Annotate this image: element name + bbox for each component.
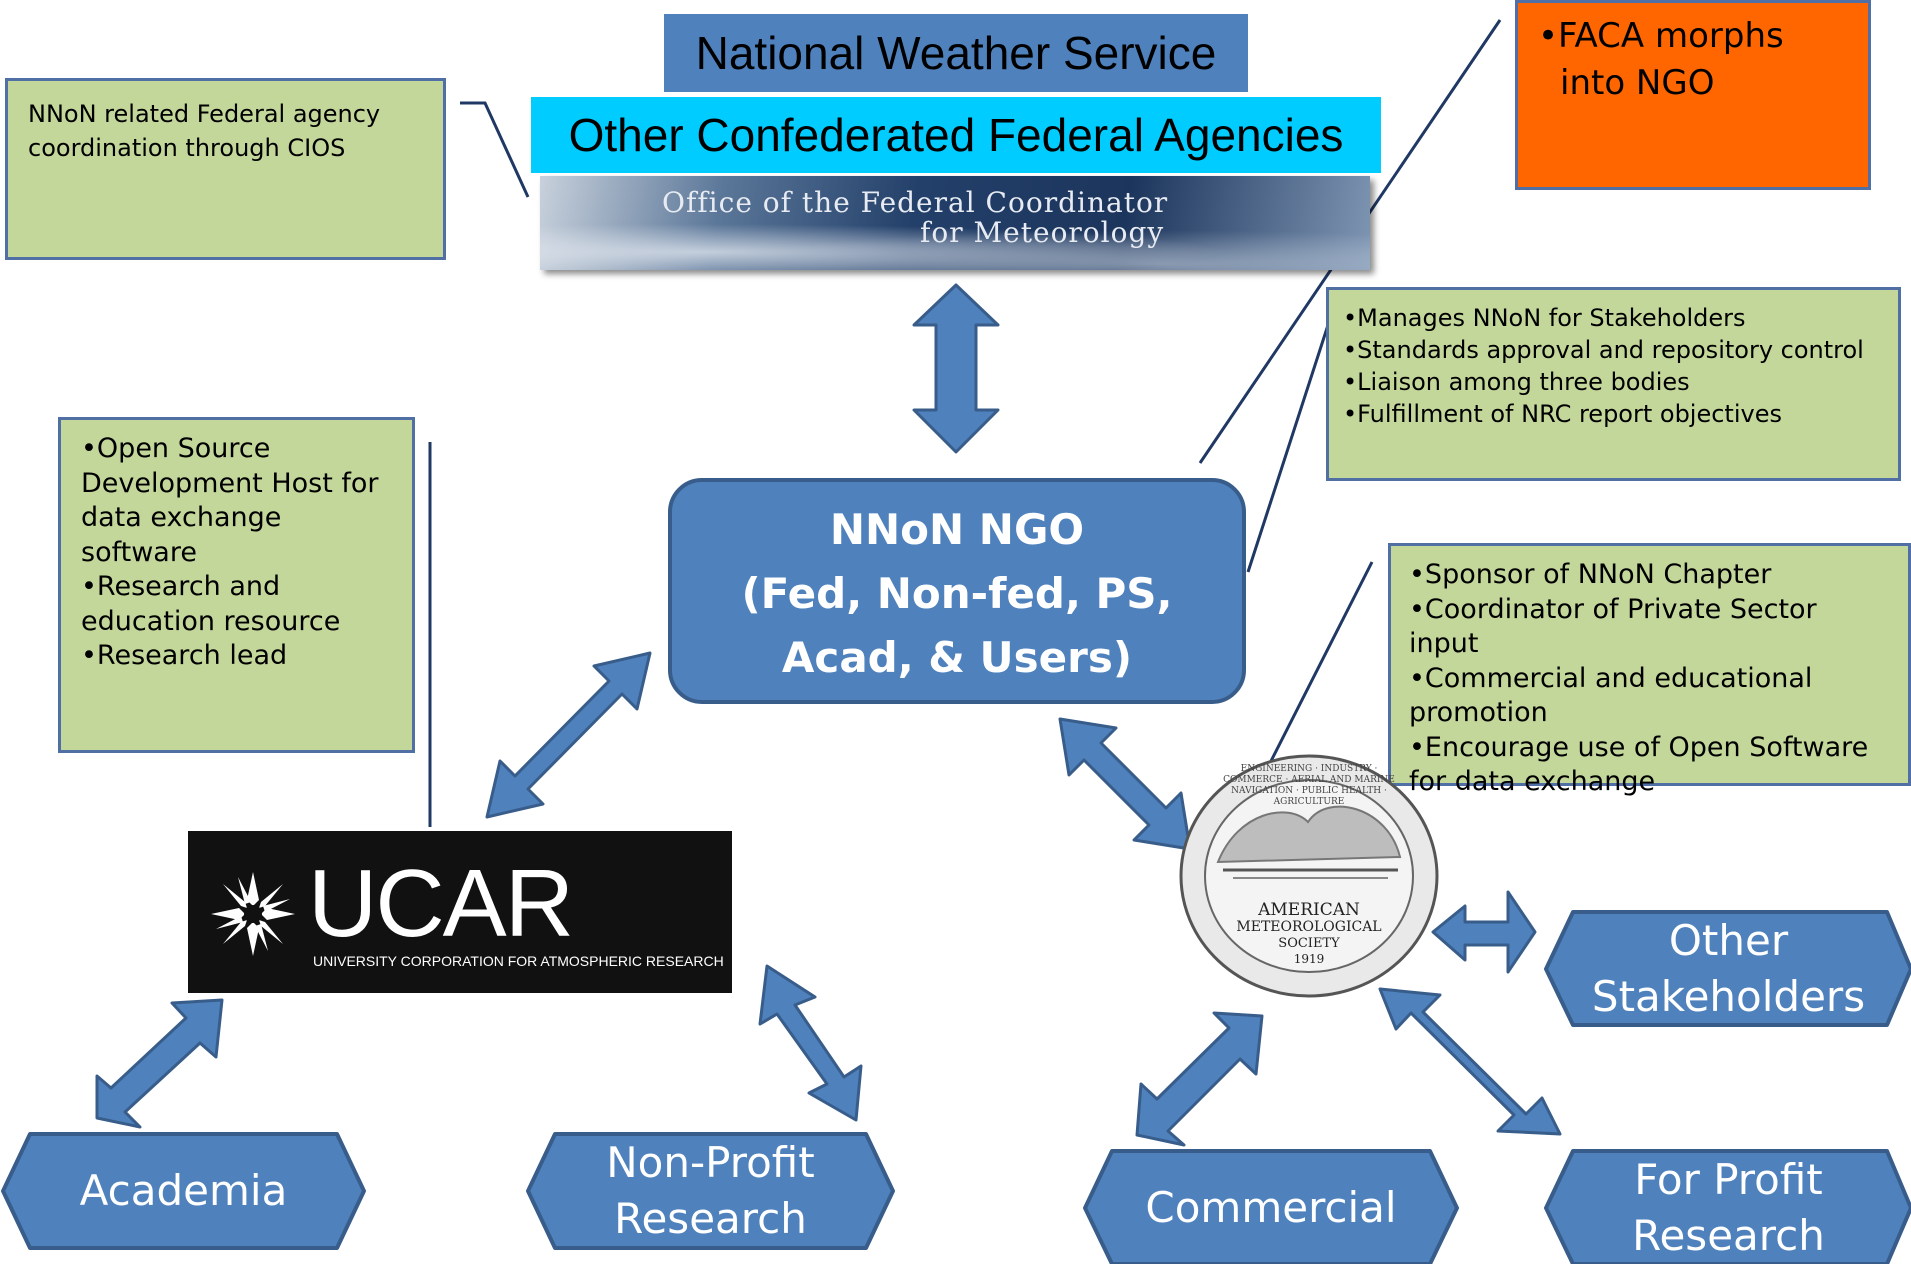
nonprofit-label-line1: Non-Profit — [606, 1138, 815, 1187]
ofcm-title-line2: for Meteorology — [920, 216, 1165, 249]
ams-role-item: •Coordinator of Private Sector input — [1409, 593, 1817, 660]
faca-line-1: •FACA morphs — [1538, 16, 1784, 56]
ams-role-item: •Sponsor of NNoN Chapter — [1409, 559, 1772, 590]
ngo-roles-callout-line — [1246, 287, 1342, 573]
ams-year: 1919 — [1293, 952, 1325, 966]
ngo-role-item: •Fulfillment of NRC report objectives — [1343, 400, 1782, 428]
ucar-subtitle: UNIVERSITY CORPORATION FOR ATMOSPHERIC R… — [313, 953, 724, 969]
nonprofit-node: Non-Profit Research — [528, 1134, 893, 1248]
nngo-node: NNoN NGO (Fed, Non-fed, PS, Acad, & User… — [668, 478, 1246, 704]
ofcm-logo: Office of the Federal Coordinator for Me… — [540, 176, 1370, 270]
other-label-line1: Other — [1668, 915, 1789, 965]
cios-callout-line — [460, 101, 530, 198]
cios-note-text: NNoN related Federal agency coordination… — [28, 100, 381, 162]
commercial-node-shape — [1083, 1149, 1459, 1264]
forprofit-label-line2: Research — [1632, 1210, 1825, 1260]
ams-name-line1: AMERICAN — [1258, 900, 1360, 920]
cios-note: NNoN related Federal agency coordination… — [5, 78, 446, 260]
ams-forprofit-double-arrow — [1378, 987, 1562, 1136]
ucar-academia-double-arrow — [95, 998, 224, 1129]
ucar-role-item: •Research and education resource — [81, 571, 341, 637]
ams-seal: ENGINEERING · INDUSTRY · COMMERCE · AERI… — [1178, 752, 1440, 1000]
ngo-ucar-double-arrow — [485, 651, 652, 819]
academia-label: Academia — [79, 1166, 288, 1215]
nngo-members-line1: (Fed, Non-fed, PS, — [741, 569, 1173, 618]
academia-node-shape — [1, 1132, 366, 1250]
nws-label: National Weather Service — [695, 27, 1217, 79]
nws-banner: National Weather Service — [664, 14, 1248, 92]
ams-commercial-double-arrow — [1135, 1011, 1264, 1147]
commercial-label: Commercial — [1145, 1182, 1397, 1232]
ngo-roles-note: •Manages NNoN for Stakeholders •Standard… — [1326, 287, 1901, 481]
ucar-roles-note: •Open Source Development Host for data e… — [58, 417, 415, 753]
ngo-roles-list: •Manages NNoN for Stakeholders •Standard… — [1343, 302, 1884, 430]
faca-line-2: into NGO — [1560, 63, 1715, 103]
nonprofit-node-shape — [526, 1132, 895, 1250]
ucar-logo: UCAR UNIVERSITY CORPORATION FOR ATMOSPHE… — [188, 831, 732, 993]
ngo-role-item: •Liaison among three bodies — [1343, 368, 1690, 396]
academia-node: Academia — [3, 1134, 364, 1248]
other-label-line2: Stakeholders — [1591, 971, 1866, 1021]
ams-seal-graphic — [1179, 754, 1439, 998]
other-stakeholders-node: Other Stakeholders — [1546, 912, 1911, 1025]
agencies-label: Other Confederated Federal Agencies — [568, 109, 1344, 161]
commercial-node: Commercial — [1085, 1151, 1457, 1264]
ngo-role-item: •Standards approval and repository contr… — [1343, 336, 1864, 364]
ucar-name: UCAR — [308, 850, 574, 957]
ams-roles-list: •Sponsor of NNoN Chapter •Coordinator of… — [1409, 558, 1890, 800]
ams-role-item: •Commercial and educational promotion — [1409, 662, 1813, 729]
ucar-roles-list: •Open Source Development Host for data e… — [81, 432, 392, 674]
ngo-role-item: •Manages NNoN for Stakeholders — [1343, 304, 1746, 332]
faca-note: •FACA morphs into NGO — [1515, 0, 1871, 190]
ngo-ams-double-arrow — [1058, 717, 1192, 851]
agencies-banner: Other Confederated Federal Agencies — [531, 97, 1381, 173]
ams-roles-note: •Sponsor of NNoN Chapter •Coordinator of… — [1388, 543, 1911, 797]
other-node-shape — [1544, 910, 1911, 1027]
nonprofit-label-line2: Research — [614, 1194, 807, 1243]
ucar-role-item: •Open Source Development Host for data e… — [81, 433, 379, 568]
ofcm-ngo-double-arrow — [912, 283, 1000, 454]
ucar-nonprofit-double-arrow — [758, 964, 863, 1122]
ofcm-title-line1: Office of the Federal Coordinator — [662, 186, 1169, 219]
ams-ring-text: ENGINEERING · INDUSTRY · COMMERCE · AERI… — [1223, 764, 1395, 807]
ams-role-item: •Encourage use of Open Software for data… — [1409, 731, 1869, 798]
ofcm-cloud-texture — [540, 216, 1370, 270]
ucar-star-icon — [211, 872, 295, 956]
forprofit-label-line1: For Profit — [1634, 1154, 1823, 1204]
nngo-title: NNoN NGO — [829, 505, 1085, 554]
ams-name-line3: SOCIETY — [1278, 936, 1340, 951]
ams-name-line2: METEOROLOGICAL — [1236, 919, 1382, 935]
nngo-members-line2: Acad, & Users) — [781, 633, 1133, 682]
forprofit-node-shape — [1544, 1149, 1911, 1264]
forprofit-node: For Profit Research — [1546, 1151, 1911, 1264]
ams-other-double-arrow — [1431, 890, 1537, 974]
ucar-role-item: •Research lead — [81, 640, 288, 671]
